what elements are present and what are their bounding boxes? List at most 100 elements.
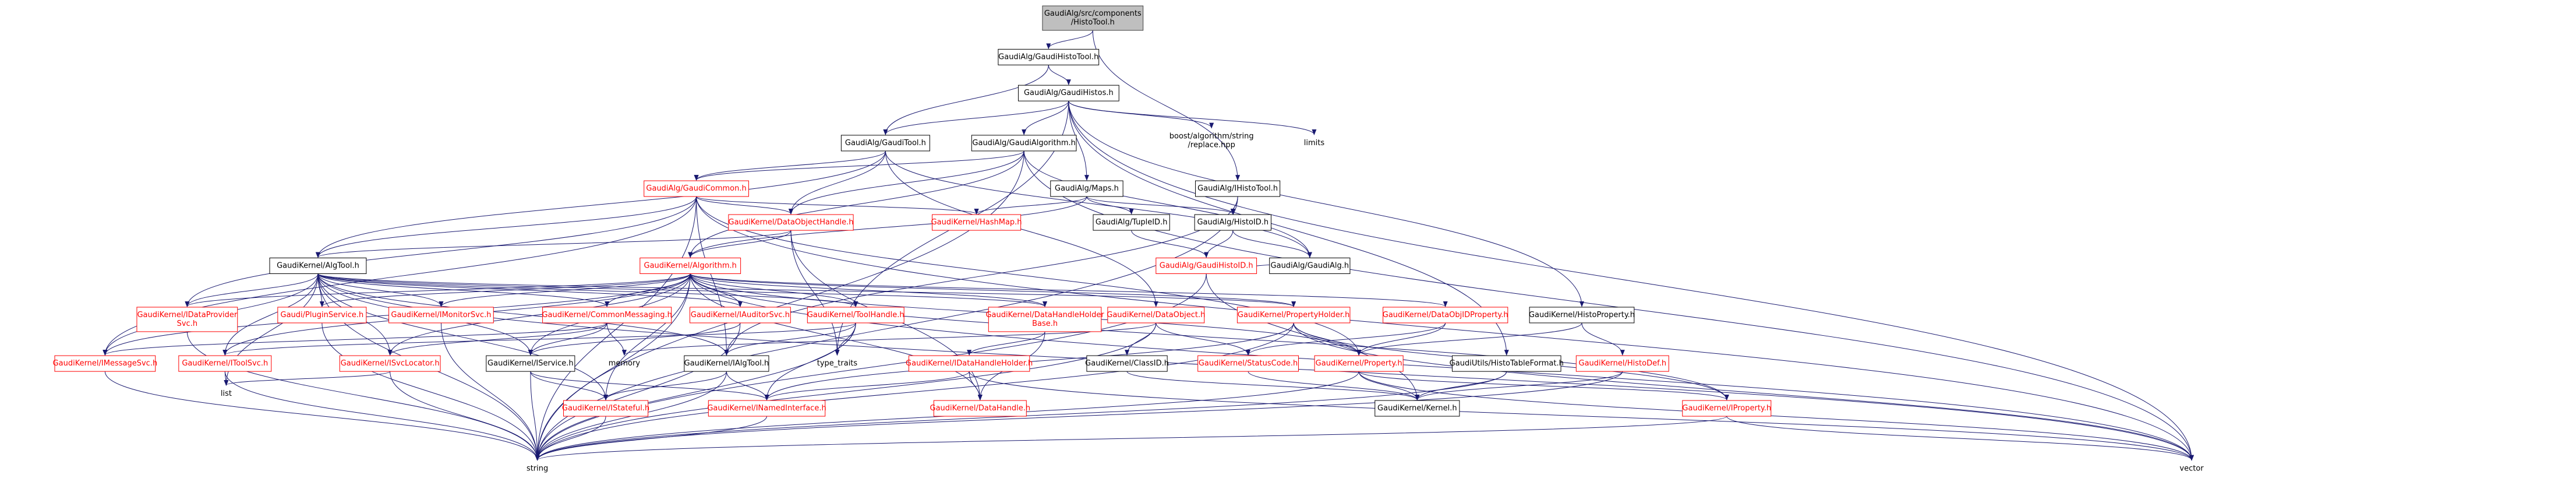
edge-gaudihistoid-to-kernel [1206,273,1420,401]
node-label: GaudiKernel/HashMap.h [931,218,1022,227]
node-gauditool[interactable]: GaudiAlg/GaudiTool.h [840,135,930,152]
node-box [639,257,741,274]
node-label: GaudiKernel/DataObject.h [1107,311,1205,319]
node-dataobject[interactable]: GaudiKernel/DataObject.h [1107,307,1205,324]
node-layer: GaudiAlg/src/components/HistoTool.hGaudi… [53,5,2204,473]
node-label: type_traits [817,359,858,368]
node-hashmap[interactable]: GaudiKernel/HashMap.h [931,214,1022,231]
node-label: Gaudi/PluginService.h [281,311,364,319]
node-box [542,307,672,324]
edge-isvclocator-to-string [390,371,540,461]
node-limits: limits [1304,139,1325,147]
node-idatahandleholder[interactable]: GaudiKernel/IDataHandleHolder.h [906,355,1033,372]
node-label: list [221,389,232,398]
edge-datahandleholderbase-to-idatahandleholder [967,331,1045,356]
node-memory: memory [609,359,641,368]
node-box [269,257,367,274]
node-gaudihistoid[interactable]: GaudiAlg/GaudiHistoID.h [1156,257,1257,274]
edge-algtool-to-commonmessaging [317,273,610,307]
node-dataobjidproperty[interactable]: GaudiKernel/DataObjIDProperty.h [1383,307,1508,324]
edge-histoid-to-gaudihistoid [1204,230,1234,258]
node-maps[interactable]: GaudiAlg/Maps.h [1050,180,1123,197]
edge-propertyholder-to-inamedinterface [764,322,1294,401]
edge-classid-to-kernel [1126,371,1420,401]
node-box [1451,355,1561,372]
node-label: GaudiAlg/HistoID.h [1197,218,1268,227]
node-gaudicommon[interactable]: GaudiAlg/GaudiCommon.h [644,180,749,197]
node-box [1017,85,1119,101]
node-label: GaudiAlg/Maps.h [1055,184,1119,193]
edge-gauditool-to-gaudialg [885,150,1312,258]
edge-toolhandle-to-string [535,322,856,461]
node-algorithm[interactable]: GaudiKernel/Algorithm.h [639,257,741,274]
node-box [486,355,575,372]
edge-gaudihistos-to-gaudialgorithm [1022,101,1069,135]
node-imonitorsvc[interactable]: GaudiKernel/IMonitorSvc.h [388,307,494,324]
node-histodef[interactable]: GaudiKernel/HistoDef.h [1575,355,1669,372]
node-imessagesvc[interactable]: GaudiKernel/IMessageSvc.h [53,355,158,372]
edge-gaudialgorithm-to-gaudialg [1023,150,1312,258]
node-iservice[interactable]: GaudiKernel/IService.h [486,355,575,372]
node-label: vector [2179,464,2204,473]
node-tupleid[interactable]: GaudiAlg/TupleID.h [1093,214,1170,231]
node-label: GaudiKernel/IDataProvider [137,311,237,319]
node-box [54,355,156,372]
node-label: GaudiAlg/GaudiTool.h [845,139,926,147]
node-gaudihistotool[interactable]: GaudiAlg/GaudiHistoTool.h [998,48,1100,65]
node-string: string [526,464,548,473]
node-datahandle[interactable]: GaudiKernel/DataHandle.h [930,400,1031,417]
node-box [998,48,1100,65]
edge-algtool-to-idataprovidersvc [185,273,319,307]
edge-gaudihistos-to-maps [1068,101,1089,181]
node-toolhandle[interactable]: GaudiKernel/ToolHandle.h [807,307,904,324]
edge-maps-to-hashmap [974,196,1087,215]
node-iauditorsvc[interactable]: GaudiKernel/IAuditorSvc.h [690,307,791,324]
edge-gaudialgorithm-to-gaudicommon [694,150,1024,181]
node-commonmessaging[interactable]: GaudiKernel/CommonMessaging.h [542,307,672,324]
node-label: GaudiKernel/DataObjIDProperty.h [1383,311,1508,319]
node-label: GaudiAlg/GaudiHistos.h [1024,89,1114,97]
node-isvclocator[interactable]: GaudiKernel/ISvcLocator.h [339,355,441,372]
edge-toolhandle-to-ialgtool [724,322,856,356]
edge-toolhandle-to-itoolsvc [222,322,856,356]
node-box [1682,400,1772,417]
node-box [1374,400,1460,417]
node-label: GaudiKernel/HistoDef.h [1579,359,1667,368]
edge-gauditool-to-gaudicommon [694,150,886,181]
node-histoproperty[interactable]: GaudiKernel/HistoProperty.h [1529,307,1635,324]
node-box [339,355,441,372]
node-istateful[interactable]: GaudiKernel/IStateful.h [562,400,649,417]
node-algtool[interactable]: GaudiKernel/AlgTool.h [269,257,367,274]
edge-gaudialgorithm-to-algorithm [688,150,1024,258]
node-dataobjecthandle[interactable]: GaudiKernel/DataObjectHandle.h [728,214,854,231]
node-iproperty[interactable]: GaudiKernel/IProperty.h [1682,400,1772,417]
node-label: GaudiKernel/ClassID.h [1085,359,1169,368]
node-label: GaudiKernel/IMonitorSvc.h [391,311,491,319]
edge-dataobjidproperty-to-statuscode [1246,322,1446,356]
node-kernel[interactable]: GaudiKernel/Kernel.h [1374,400,1460,417]
node-propertyholder[interactable]: GaudiKernel/PropertyHolder.h [1236,307,1351,324]
node-gaudialg[interactable]: GaudiAlg/GaudiAlg.h [1269,257,1351,274]
edge-algorithm-to-toolhandle [690,273,858,307]
node-histotableformat[interactable]: GaudiUtils/HistoTableFormat.h [1450,355,1564,372]
node-ipluginservice[interactable]: Gaudi/PluginService.h [277,307,367,324]
edge-algtool-to-propertyholder [317,273,1296,307]
node-itoolsvc[interactable]: GaudiKernel/IToolSvc.h [178,355,272,372]
node-histoid[interactable]: GaudiAlg/HistoID.h [1194,214,1271,231]
node-ihistotool[interactable]: GaudiAlg/IHistoTool.h [1195,180,1281,197]
edge-algorithm-to-ipluginservice [320,273,691,307]
node-gaudialgorithm[interactable]: GaudiAlg/GaudiAlgorithm.h [971,135,1077,152]
node-classid[interactable]: GaudiKernel/ClassID.h [1085,355,1169,372]
node-property[interactable]: GaudiKernel/Property.h [1314,355,1404,372]
edge-gauditool-to-algtool [316,150,886,258]
node-label: Svc.h [177,319,197,328]
node-label: GaudiKernel/ToolHandle.h [807,311,904,319]
edge-gaudihistos-to-vector [1068,101,2194,461]
node-gaudihistos[interactable]: GaudiAlg/GaudiHistos.h [1017,85,1119,101]
node-label: Base.h [1032,319,1058,328]
node-ialgtool[interactable]: GaudiKernel/IAlgTool.h [684,355,769,372]
node-inamedinterface[interactable]: GaudiKernel/INamedInterface.h [707,400,826,417]
node-statuscode[interactable]: GaudiKernel/StatusCode.h [1197,355,1299,372]
